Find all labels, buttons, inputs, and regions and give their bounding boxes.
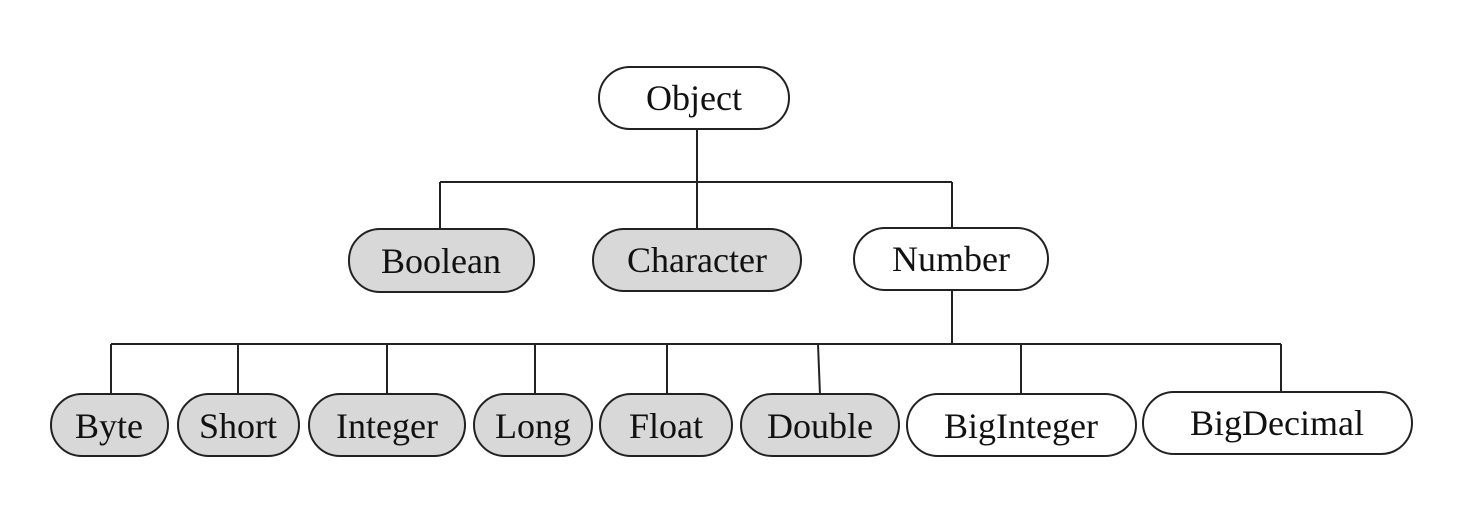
node-long-label: Long — [495, 406, 571, 446]
node-byte: Byte — [50, 393, 169, 457]
double-drop-line — [817, 343, 821, 396]
node-long-shape — [473, 393, 593, 457]
node-bigdecimal-label: BigDecimal — [1190, 403, 1364, 443]
node-double-label: Double — [767, 406, 873, 446]
node-float: Float — [599, 393, 733, 457]
node-object: Object — [598, 66, 790, 130]
node-biginteger: BigInteger — [906, 393, 1137, 457]
node-byte-label: Byte — [75, 406, 143, 446]
node-double-shape — [740, 393, 900, 457]
node-number: Number — [853, 227, 1049, 291]
node-integer-shape — [308, 393, 466, 457]
number-connectors — [110, 288, 1282, 396]
node-biginteger-shape — [906, 393, 1137, 457]
node-float-label: Float — [629, 406, 703, 446]
node-short-shape — [177, 393, 300, 457]
node-short: Short — [177, 393, 300, 457]
node-character: Character — [592, 228, 802, 292]
node-integer: Integer — [308, 393, 466, 457]
node-character-shape — [592, 228, 802, 292]
node-boolean-shape — [348, 228, 535, 293]
node-double: Double — [740, 393, 900, 457]
node-object-label: Object — [646, 78, 742, 118]
node-long: Long — [473, 393, 593, 457]
node-boolean: Boolean — [348, 228, 535, 293]
object-connectors — [439, 128, 953, 230]
node-integer-label: Integer — [336, 406, 438, 446]
node-bigdecimal: BigDecimal — [1142, 391, 1413, 455]
node-byte-shape — [50, 393, 169, 457]
node-biginteger-label: BigInteger — [944, 406, 1098, 446]
node-character-label: Character — [627, 240, 767, 280]
node-float-shape — [599, 393, 733, 457]
node-bigdecimal-shape — [1142, 391, 1413, 455]
node-number-label: Number — [892, 239, 1010, 279]
node-short-label: Short — [199, 406, 277, 446]
node-number-shape — [853, 227, 1049, 291]
node-object-shape — [598, 66, 790, 130]
node-boolean-label: Boolean — [381, 241, 501, 281]
